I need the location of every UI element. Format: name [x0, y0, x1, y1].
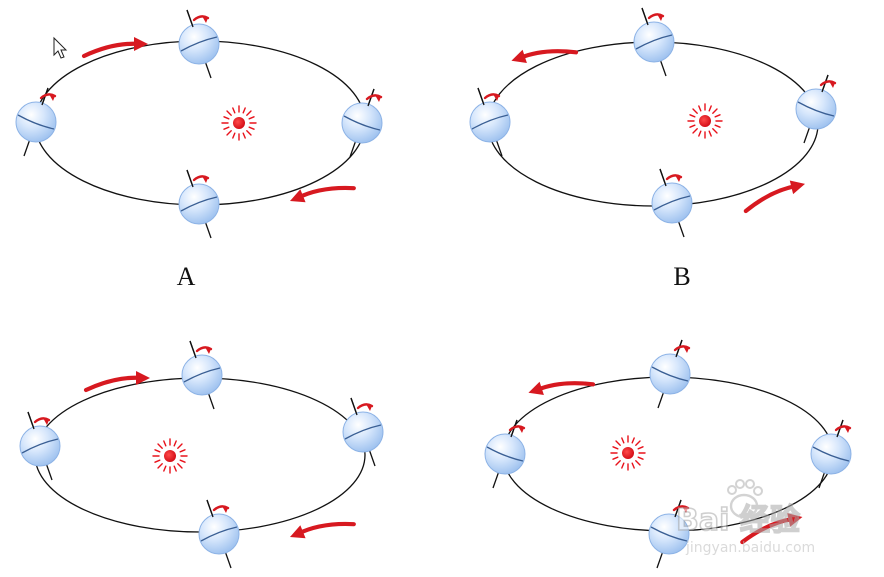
baidu-paw-logo-icon	[727, 479, 763, 519]
orbit-direction-arrow-icon	[526, 366, 593, 404]
panel-c	[18, 339, 385, 570]
earth-globe-icon	[468, 86, 512, 158]
earth-globe-icon	[483, 418, 527, 490]
orbit-direction-arrow-icon	[287, 507, 353, 549]
panel-label-a: A	[177, 262, 196, 291]
orbit-ellipse	[487, 41, 819, 207]
panel-label-b: B	[673, 262, 690, 291]
earth-globe-icon	[632, 6, 676, 78]
sun-icon	[610, 435, 646, 471]
panel-a	[14, 8, 384, 240]
earth-globe-icon	[341, 396, 385, 468]
earth-globe-icon	[177, 8, 221, 80]
orbit-ellipse	[34, 377, 366, 533]
orbit-direction-arrow-icon	[287, 171, 353, 213]
sun-icon	[221, 105, 257, 141]
watermark-url: jingyan.baidu.com	[685, 540, 815, 556]
earth-globe-icon	[809, 418, 853, 490]
panel-b	[468, 6, 838, 239]
earth-globe-icon	[177, 168, 221, 240]
watermark-brand: Bai 经验	[676, 503, 800, 538]
cursor-arrow-icon	[53, 36, 68, 59]
orbit-direction-arrow-icon	[741, 177, 808, 211]
sun-icon	[687, 103, 723, 139]
earth-globe-icon	[648, 338, 692, 410]
baidu-watermark: Bai 经验 jingyan.baidu.com	[675, 479, 815, 556]
orbit-direction-arrow-icon	[86, 371, 150, 390]
orbit-direction-arrow-icon	[84, 37, 148, 56]
earth-globe-icon	[650, 167, 694, 239]
earth-globe-icon	[180, 339, 224, 411]
earth-globe-icon	[794, 73, 838, 145]
sun-icon	[152, 438, 188, 474]
orbit-direction-arrow-icon	[509, 34, 576, 72]
orbit-ellipse	[34, 40, 366, 206]
panel-d	[483, 338, 853, 570]
earth-globe-icon	[18, 410, 62, 482]
earth-globe-icon	[340, 87, 384, 159]
earth-globe-icon	[197, 498, 241, 570]
earth-globe-icon	[14, 86, 58, 158]
